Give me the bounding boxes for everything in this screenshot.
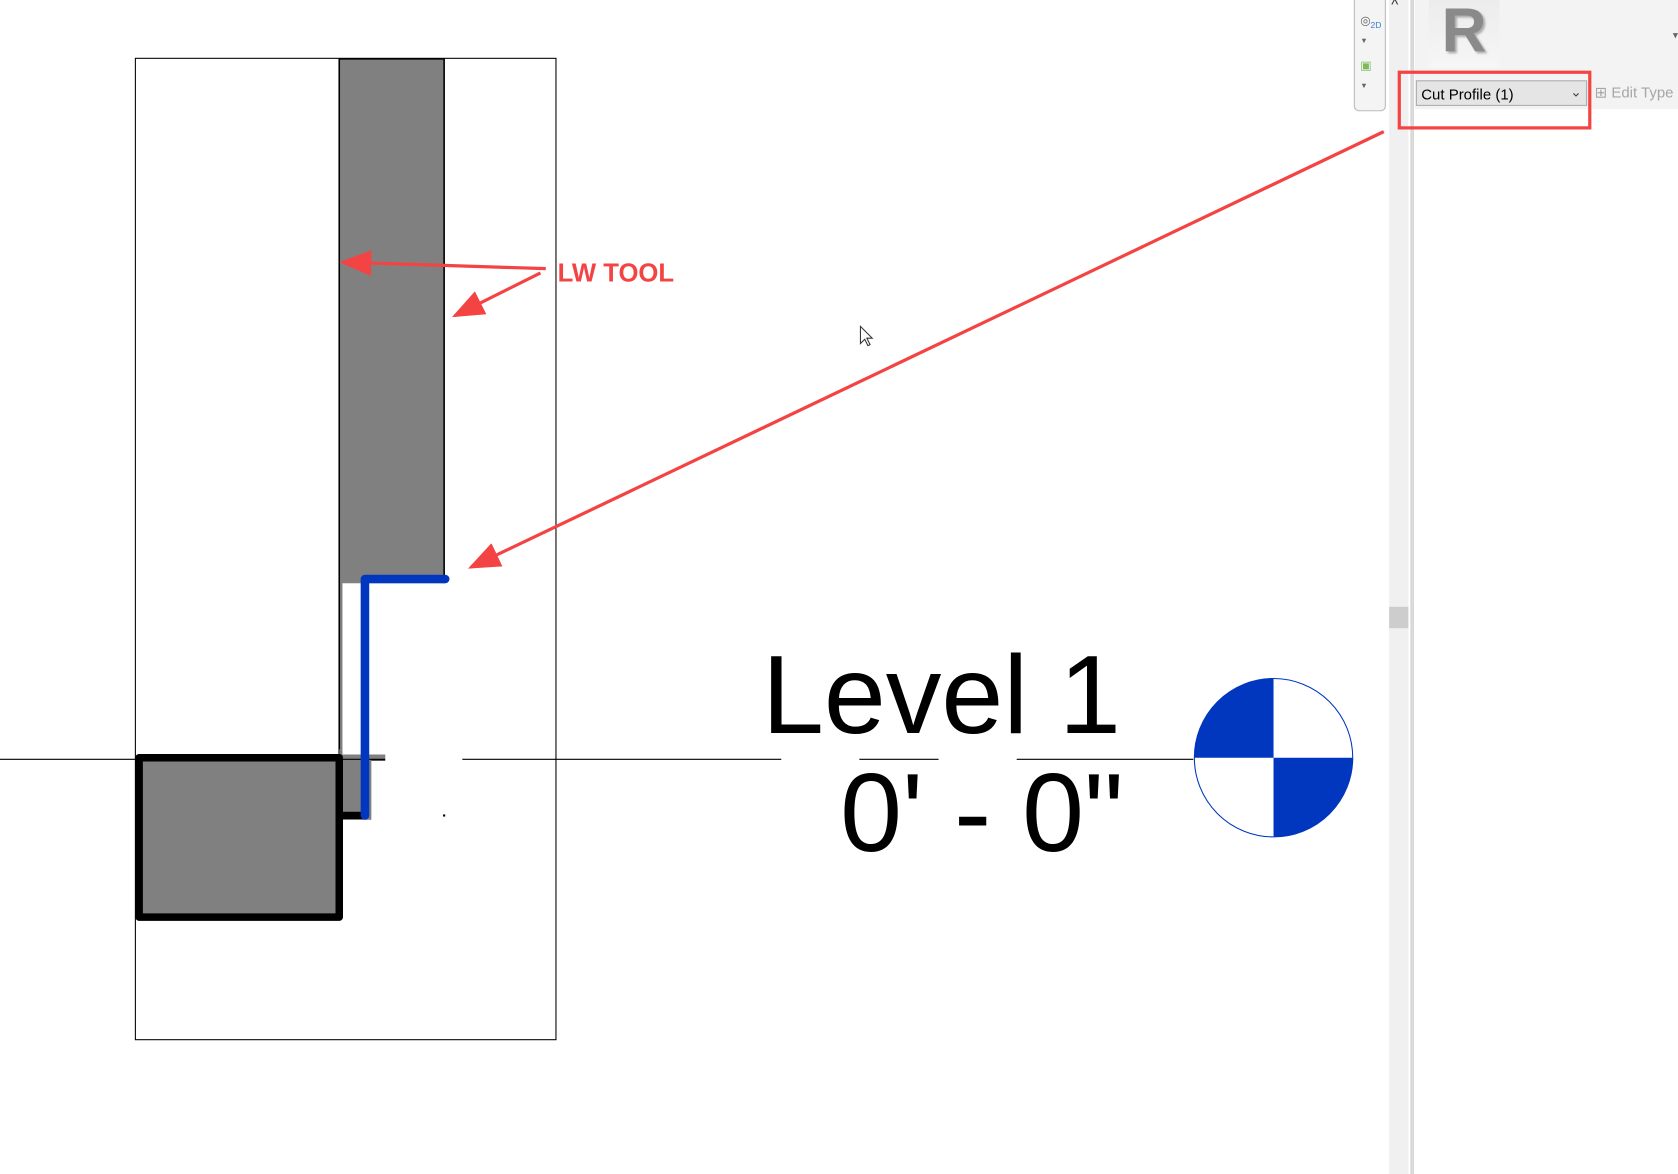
scroll-up-icon[interactable]: ^ (1391, 0, 1399, 13)
edit-type-icon: ⊞ (1594, 83, 1612, 101)
scroll-thumb[interactable] (1389, 606, 1409, 629)
wall-cut-area (342, 583, 450, 755)
steering-wheel-2d-icon[interactable]: ◎2D (1360, 14, 1382, 31)
panel-splitter[interactable] (1410, 0, 1414, 1174)
properties-panel: R ▾ Cut Profile (1) ⌄ ⊞ Edit Type (1414, 0, 1678, 1174)
level-elevation[interactable]: 0' - 0" (840, 751, 1124, 876)
chevron-down-icon: ⌄ (1570, 83, 1582, 100)
navigation-bar: ◎2D ▼ ▣ ▼ (1353, 0, 1386, 112)
annotation-arrow (339, 250, 546, 276)
floor-slab[interactable] (135, 753, 343, 921)
level-name[interactable]: Level 1 (761, 633, 1121, 758)
vertical-scrollbar[interactable]: ^ (1389, 0, 1409, 1174)
properties-header: R ▾ Cut Profile (1) ⌄ ⊞ Edit Type (1414, 0, 1678, 110)
annotation-highlight-box (1397, 70, 1592, 130)
chevron-down-icon[interactable]: ▼ (1360, 82, 1368, 90)
zoom-region-icon[interactable]: ▣ (1360, 59, 1372, 73)
cut-profile-line[interactable] (360, 574, 450, 820)
annotation-label: LW TOOL (557, 258, 675, 288)
mouse-cursor-icon (859, 325, 874, 347)
chevron-down-icon[interactable]: ▼ (1360, 37, 1368, 45)
chevron-down-icon[interactable]: ▾ (1672, 29, 1678, 42)
revit-logo: R (1428, 0, 1500, 69)
type-selector[interactable]: Cut Profile (1) ⌄ (1415, 80, 1588, 106)
edit-type-label: Edit Type (1611, 83, 1674, 101)
annotation-arrow (451, 271, 542, 318)
annotation-arrow (467, 130, 1385, 569)
type-selector-value: Cut Profile (1) (1421, 85, 1514, 103)
level-head-marker[interactable] (1193, 677, 1354, 838)
edit-type-button[interactable]: ⊞ Edit Type (1595, 83, 1674, 101)
